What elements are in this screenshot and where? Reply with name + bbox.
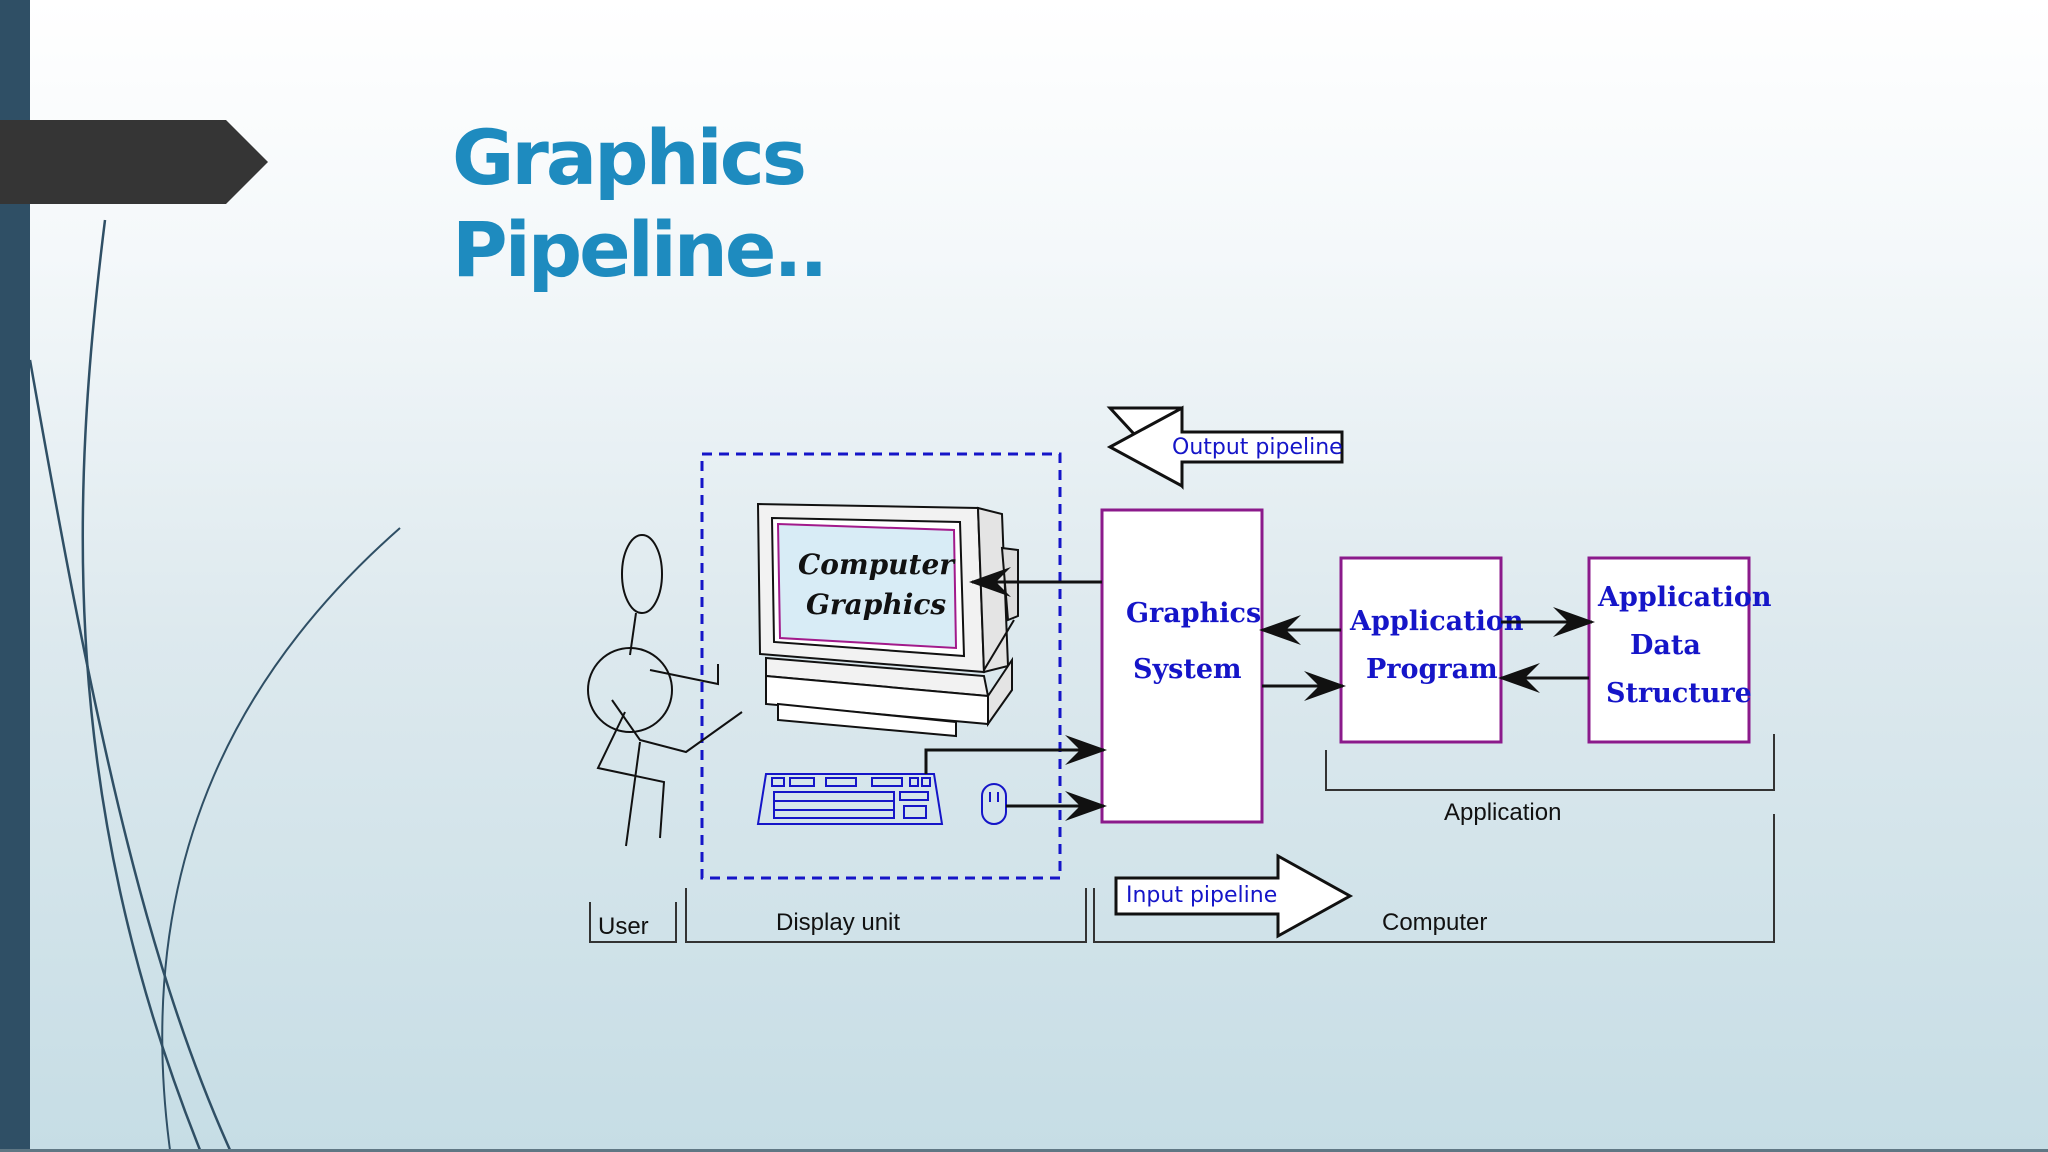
- application-program-label-1: Application: [1349, 606, 1524, 637]
- slide-title: Graphics Pipeline..: [452, 112, 828, 296]
- screen-text-line-2: Graphics: [806, 588, 946, 621]
- graphics-system-label-2: System: [1133, 654, 1242, 685]
- display-unit-label: Display unit: [776, 909, 900, 936]
- title-line-2: Pipeline..: [452, 205, 828, 294]
- app-data-label-1: Application: [1597, 582, 1772, 613]
- user-figure: [587, 534, 743, 847]
- keyboard-icon: [756, 773, 944, 825]
- input-pipeline-label: Input pipeline: [1126, 883, 1277, 908]
- graphics-system-label-1: Graphics: [1126, 598, 1261, 629]
- title-tab-arrow: [0, 120, 268, 204]
- app-data-label-3: Structure: [1606, 678, 1752, 709]
- display-unit-boundary: [700, 452, 1062, 880]
- user-label: User: [598, 913, 649, 940]
- connector-arrows: [924, 567, 1595, 821]
- application-group-label: Application: [1444, 799, 1561, 826]
- application-program-label-2: Program: [1366, 654, 1498, 685]
- mouse-icon: [981, 783, 1007, 825]
- graphics-system-box: [1100, 508, 1264, 824]
- output-pipeline-label: Output pipeline: [1172, 435, 1343, 460]
- application-program-box: [1339, 556, 1503, 744]
- input-pipeline-arrow: Input pipeline: [1114, 853, 1354, 939]
- bottom-border-line: [0, 1149, 2048, 1152]
- grouping-brackets: [589, 734, 1775, 943]
- output-pipeline-arrow: Output pipeline: [1106, 405, 1344, 490]
- computer-label: Computer: [1382, 909, 1487, 936]
- app-data-label-2: Data: [1630, 630, 1701, 661]
- screen-text-line-1: Computer: [798, 548, 956, 581]
- title-line-1: Graphics: [452, 113, 807, 202]
- application-data-structure-box: [1587, 556, 1751, 744]
